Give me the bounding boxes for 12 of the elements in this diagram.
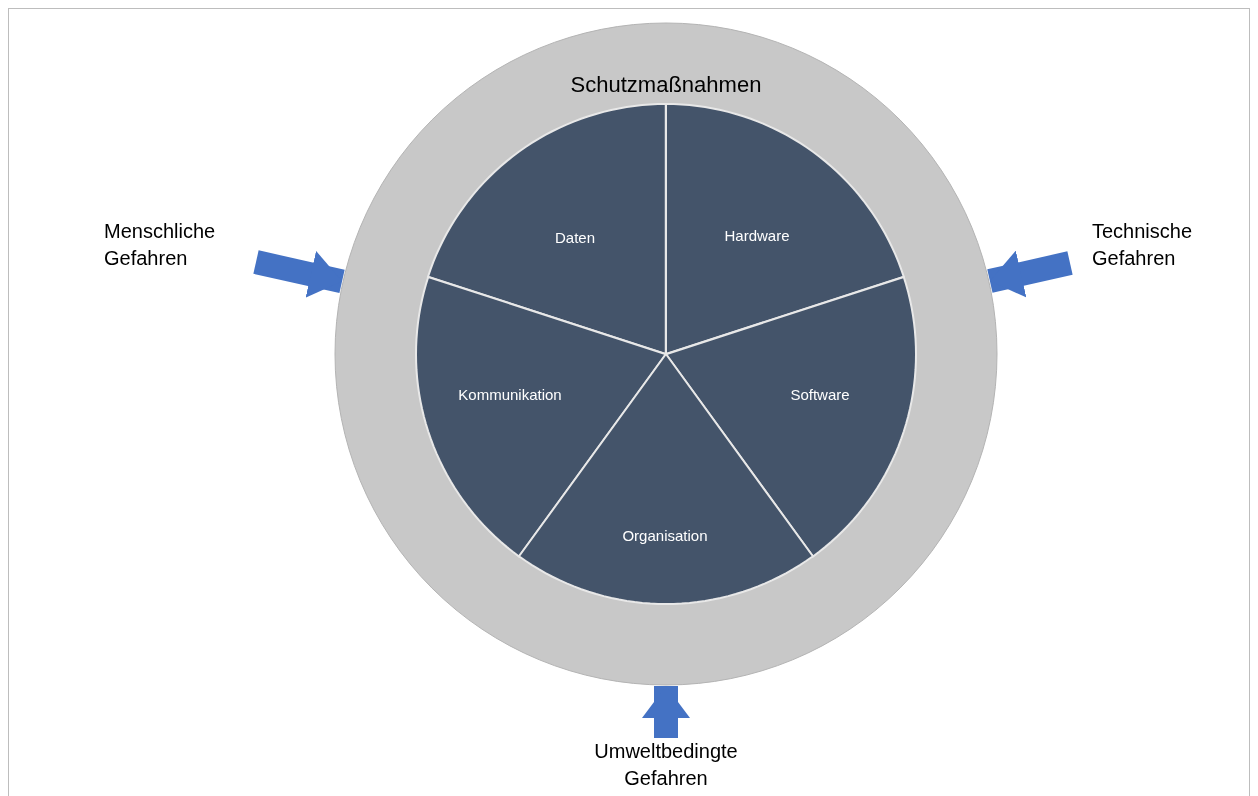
block-arrow [642,686,690,738]
ring-heading: Schutzmaßnahmen [570,72,762,98]
block-arrow [987,250,1073,298]
block-arrow [253,250,345,298]
hazard-label: Menschliche Gefahren [104,219,217,271]
segment-label: Kommunikation [458,385,562,403]
segment-label: Hardware [724,226,790,244]
segment-label: Software [790,385,850,403]
hazard-label: Umweltbedingte Gefahren [593,739,739,791]
hazard-label: Technische Gefahren [1092,219,1194,271]
segment-label: Organisation [622,526,708,544]
segment-label: Daten [554,228,595,246]
